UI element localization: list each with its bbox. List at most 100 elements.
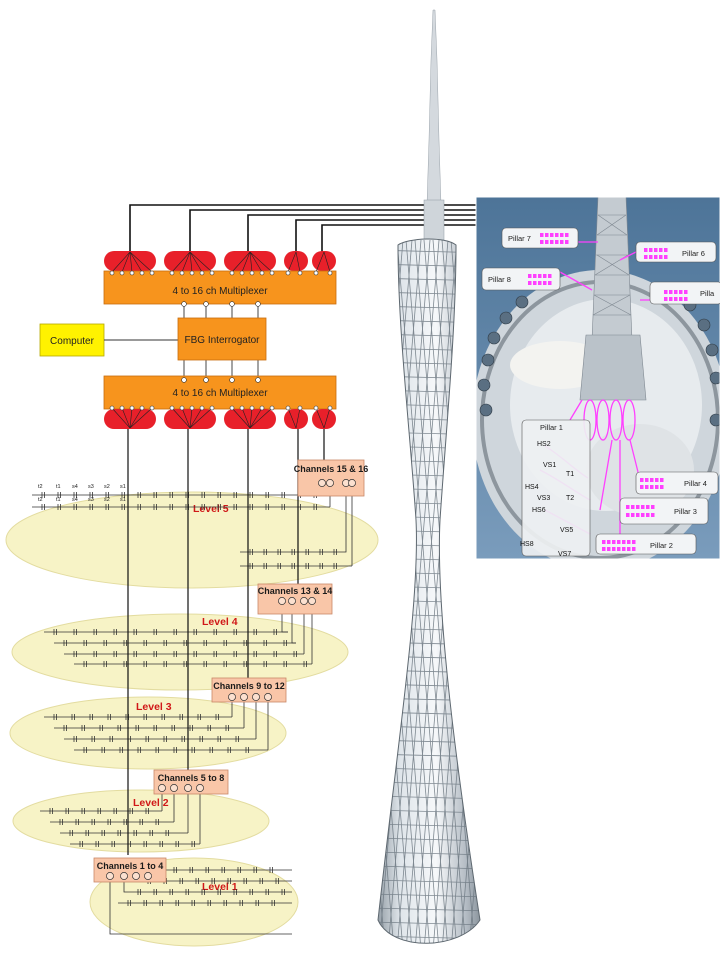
- sensor-label-s3: s3: [88, 484, 94, 490]
- pillar-sensor-mark: [644, 248, 648, 252]
- channel-connector: [300, 597, 308, 605]
- multiplexer-port: [189, 405, 195, 411]
- interrogator-port: [203, 301, 209, 307]
- pillar-sensor-mark: [612, 547, 616, 551]
- level-2-label: Level 2: [133, 797, 169, 809]
- pillar-sensor-mark: [543, 274, 547, 278]
- sensor-hs4-label: HS4: [525, 484, 539, 491]
- multiplexer-port: [209, 405, 215, 411]
- tower-cables: [129, 204, 478, 255]
- multiplexer-port: [129, 405, 135, 411]
- level-4-label: Level 4: [202, 616, 238, 628]
- pillar-sensor-mark: [664, 297, 668, 301]
- channel-connector: [252, 693, 260, 701]
- pillar-sensor-mark: [660, 478, 664, 482]
- channel-connector: [228, 693, 236, 701]
- multiplexer-port: [259, 405, 265, 411]
- interrogator-port: [255, 301, 261, 307]
- multiplexer-port: [285, 270, 291, 276]
- multiplexer-port: [297, 270, 303, 276]
- channel-connector: [132, 872, 140, 880]
- pillar-sensor-mark: [641, 505, 645, 509]
- channel-connector: [170, 784, 178, 792]
- pillar-sensor-mark: [565, 233, 569, 237]
- pillar-sensor-mark: [664, 290, 668, 294]
- channel-connector: [240, 693, 248, 701]
- multiplexer-top-label: 4 to 16 ch Multiplexer: [172, 286, 268, 297]
- pillar-sensor-mark: [555, 233, 559, 237]
- multiplexer-port: [269, 270, 275, 276]
- channel-box-1-4: Channels 1 to 4: [93, 857, 167, 883]
- pillar-3-label: Pillar 3: [674, 507, 697, 516]
- pillar-sensor-mark: [650, 485, 654, 489]
- sensor-label-t2: t2: [38, 497, 43, 503]
- channel-box-15-16: Channels 15 & 16: [294, 459, 369, 497]
- channel-box-9-12-label: Channels 9 to 12: [213, 681, 285, 691]
- sensor-hs2-label: HS2: [537, 441, 551, 448]
- channel-connector: [184, 784, 192, 792]
- pillar-sensor-mark: [602, 547, 606, 551]
- level-2-area: Level 2: [12, 789, 270, 853]
- sensor-label-s2: s2: [104, 497, 110, 503]
- sensor-label-t1: t1: [56, 497, 61, 503]
- pillar-sensor-mark: [646, 505, 650, 509]
- channel-box-9-12: Channels 9 to 12: [211, 677, 287, 703]
- level-3-area: Level 3: [9, 696, 287, 770]
- pillar-7-callout: Pillar 7: [501, 227, 579, 249]
- pillar-1-callout: Pillar 1 HS2 VS1 T1 HS4 VS3 T2 HS6 VS5 H…: [520, 419, 591, 558]
- pillar-8-label: Pillar 8: [488, 275, 511, 284]
- channel-box-15-16-label: Channels 15 & 16: [294, 464, 369, 474]
- pillar-sensor-mark: [631, 513, 635, 517]
- multiplexer-port: [189, 270, 195, 276]
- multiplexer-port: [169, 270, 175, 276]
- sensor-label-s1: s1: [120, 497, 126, 503]
- pillar-sensor-mark: [617, 547, 621, 551]
- pillar-sensor-mark: [659, 248, 663, 252]
- channel-connector: [144, 872, 152, 880]
- interrogator-port: [181, 377, 187, 383]
- channel-connector: [308, 597, 316, 605]
- multiplexer-top: 4 to 16 ch Multiplexer: [103, 270, 337, 305]
- level-1-label: Level 1: [202, 881, 238, 893]
- pillar-sensor-mark: [679, 290, 683, 294]
- top-couplers: [104, 251, 336, 271]
- coupler-top-5: [312, 251, 336, 271]
- multiplexer-port: [313, 270, 319, 276]
- pillar-sensor-mark: [607, 540, 611, 544]
- multiplexer-port: [229, 270, 235, 276]
- pillar-sensor-mark: [640, 485, 644, 489]
- pillar-sensor-mark: [560, 240, 564, 244]
- sensor-hs8-label: HS8: [520, 541, 534, 548]
- fbg-interrogator: FBG Interrogator: [177, 317, 267, 361]
- pillar-sensor-mark: [654, 248, 658, 252]
- level-5-label: Level 5: [193, 503, 229, 515]
- sensor-vs1-label: VS1: [543, 462, 556, 469]
- pillar-sensor-mark: [550, 240, 554, 244]
- level-5-area: Level 5: [5, 491, 379, 589]
- multiplexer-port: [119, 270, 125, 276]
- pillar-sensor-mark: [674, 297, 678, 301]
- inset-photo: Pillar 7 Pillar 6 Pillar 8 Pilla Pillar …: [475, 196, 720, 560]
- pillar-sensor-mark: [626, 505, 630, 509]
- pillar-sensor-mark: [545, 233, 549, 237]
- pillar-sensor-mark: [651, 513, 655, 517]
- sensor-label-s4: s4: [72, 497, 78, 503]
- channel-box-5-8: Channels 5 to 8: [153, 769, 229, 795]
- multiplexer-ports: [109, 270, 333, 411]
- pillar-sensor-mark: [565, 240, 569, 244]
- multiplexer-port: [297, 405, 303, 411]
- pillar-sensor-mark: [684, 290, 688, 294]
- pillar-sensor-mark: [545, 240, 549, 244]
- channel-connector: [106, 872, 114, 880]
- sensor-hs6-label: HS6: [532, 507, 546, 514]
- pillar-sensor-mark: [626, 513, 630, 517]
- sensor-arrays: [32, 494, 352, 904]
- pillar-sensor-mark: [528, 281, 532, 285]
- sensor-vs5-label: VS5: [560, 527, 573, 534]
- coupler-top-4: [284, 251, 308, 271]
- sensor-t1-label: T1: [566, 471, 574, 478]
- sensor-vs7-label: VS7: [558, 551, 571, 558]
- pillar-sensor-mark: [649, 248, 653, 252]
- multiplexer-port: [109, 270, 115, 276]
